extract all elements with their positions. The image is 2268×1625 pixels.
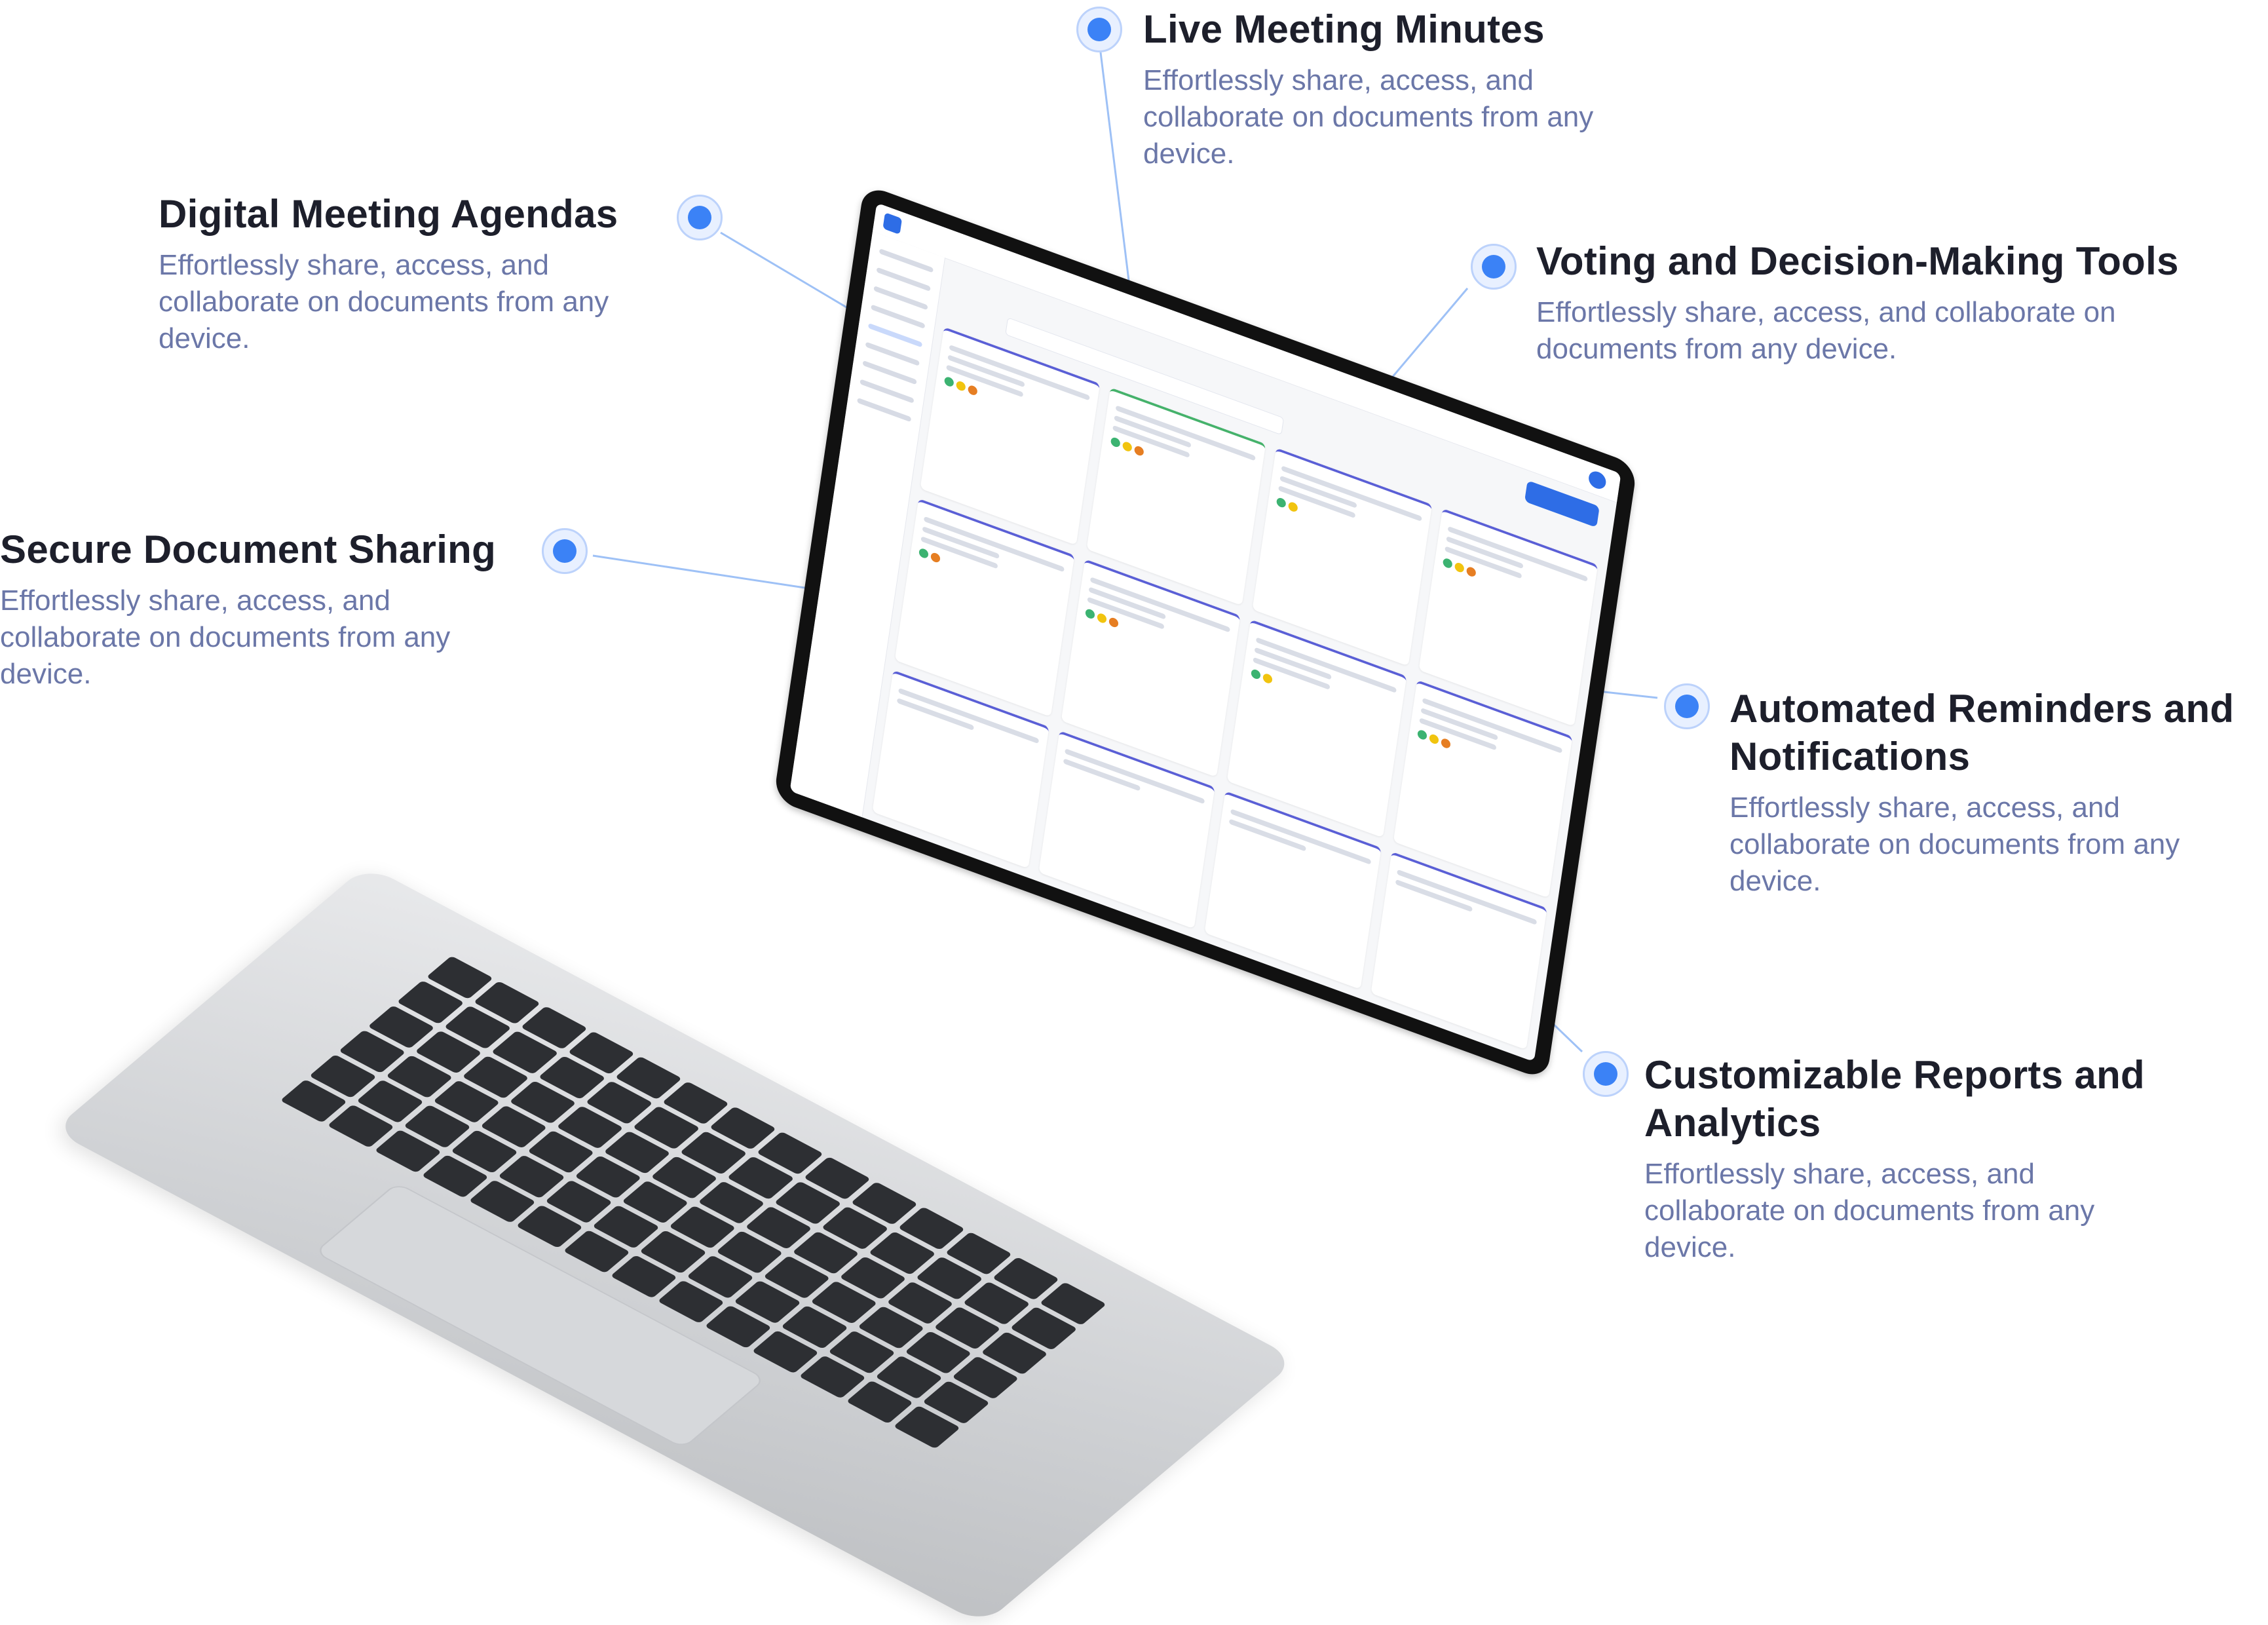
sidebar-item-active [867,322,923,348]
voting-marker-icon [1471,244,1517,290]
feature-title: Secure Document Sharing [0,527,497,571]
sidebar-item [860,379,915,404]
reports-marker-icon [1583,1051,1629,1097]
feature-customizable-reports: Customizable Reports and Analytics Effor… [1644,1051,2182,1266]
sidebar-item [865,341,920,366]
feature-description: Effortlessly share, access, and collabor… [1644,1158,2095,1263]
app-main [872,271,1606,1050]
agendas-marker-icon [677,195,723,240]
feature-title: Live Meeting Minutes [1143,7,1545,51]
feature-title: Voting and Decision-Making Tools [1536,239,2179,283]
feature-title: Digital Meeting Agendas [159,192,618,236]
feature-automated-reminders: Automated Reminders and Notifications Ef… [1729,685,2254,900]
sidebar-item [879,248,934,273]
feature-secure-document-sharing: Secure Document Sharing Effortlessly sha… [0,526,524,693]
live-minutes-marker-icon [1076,7,1122,52]
laptop-keyboard-deck [52,865,1297,1625]
feature-description: Effortlessly share, access, and collabor… [1143,64,1594,170]
feature-live-meeting-minutes: Live Meeting Minutes Effortlessly share,… [1143,5,1654,172]
feature-title: Customizable Reports and Analytics [1644,1053,2145,1145]
feature-description: Effortlessly share, access, and collabor… [0,584,451,690]
sidebar-item [862,360,917,385]
app-logo [882,212,903,235]
sidebar-item [871,304,926,329]
feature-description: Effortlessly share, access, and collabor… [159,249,609,354]
sidebar-item [857,397,912,423]
avatar [1587,468,1608,491]
laptop-screen-bezel [773,183,1638,1081]
feature-voting-decision-tools: Voting and Decision-Making Tools Effortl… [1536,237,2257,368]
feature-title: Automated Reminders and Notifications [1729,687,2235,778]
sidebar-item [876,267,931,292]
laptop-illustration [52,183,1638,1625]
laptop-screen [789,202,1621,1062]
feature-digital-meeting-agendas: Digital Meeting Agendas Effortlessly sha… [159,190,637,357]
feature-description: Effortlessly share, access, and collabor… [1729,792,2180,897]
document-sharing-marker-icon [542,528,588,574]
feature-description: Effortlessly share, access, and collabor… [1536,296,2116,365]
sidebar-item [873,286,928,311]
reminders-marker-icon [1664,683,1710,729]
